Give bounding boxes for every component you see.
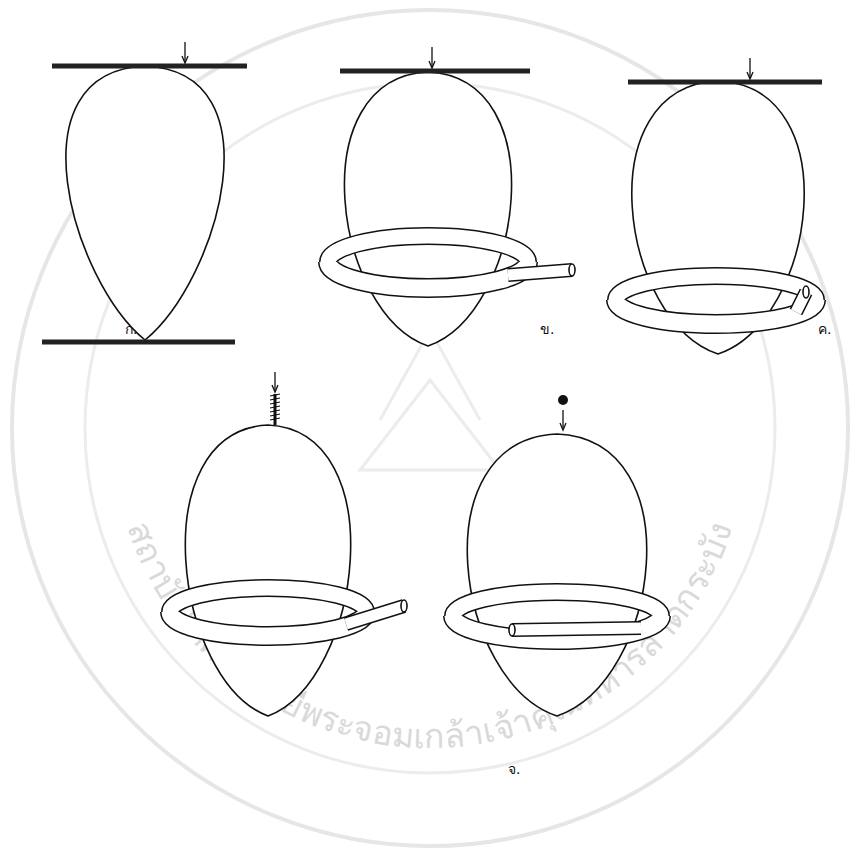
tube-end [569, 264, 575, 276]
ring-back-fill [616, 276, 816, 300]
arrow-head [747, 72, 753, 79]
tube-end [509, 624, 515, 636]
ring-back-fill [453, 592, 661, 616]
ring-tube [453, 592, 661, 640]
ring-back [453, 592, 661, 616]
force-arrow [184, 42, 185, 61]
force-arrow [562, 410, 563, 428]
ring-front-fill [616, 300, 816, 324]
ring-front [616, 300, 816, 324]
ring-tube [616, 276, 816, 324]
ring-front [328, 262, 528, 288]
pressing-plate [42, 340, 235, 345]
tube-arm-fill [508, 270, 572, 275]
egg-outline [185, 425, 350, 716]
tube-arm-fill [512, 628, 641, 630]
tube-arm [346, 606, 404, 624]
tube-arm [512, 628, 641, 630]
figure-label: จ. [508, 758, 520, 780]
arrow-head [272, 385, 278, 392]
egg-outline [467, 434, 646, 716]
force-arrow [274, 372, 275, 390]
arrow-head [182, 56, 188, 63]
figure-label: ข. [540, 318, 554, 340]
ring-back-fill [328, 236, 528, 262]
ring-front-fill [453, 616, 661, 640]
stem [274, 394, 277, 425]
tube-arm [508, 270, 572, 275]
figure-label: ค. [818, 318, 831, 340]
force-arrow [749, 58, 750, 77]
figure-label: ก. [125, 318, 137, 340]
tube-end [401, 600, 407, 612]
arrow-head [560, 423, 566, 430]
ring-tube [170, 588, 407, 636]
ring-front-fill [328, 262, 528, 288]
tube-arm-fill [346, 606, 404, 624]
force-arrow [431, 47, 432, 66]
egg-outline [66, 66, 224, 340]
ring-back [328, 236, 528, 262]
dot-mark [558, 395, 568, 405]
tube-end [803, 286, 809, 298]
arrow-head [429, 61, 435, 68]
pressing-plate [52, 64, 247, 69]
ring-front [453, 616, 661, 640]
egg-outline [344, 72, 511, 346]
ring-back-fill [170, 588, 366, 612]
ring-back [616, 276, 816, 300]
ring-back [170, 588, 366, 612]
pressing-plate [628, 80, 822, 85]
ring-tube [328, 236, 575, 288]
ring-front-fill [170, 612, 366, 636]
pressing-plate [340, 69, 530, 74]
ring-front [170, 612, 366, 636]
